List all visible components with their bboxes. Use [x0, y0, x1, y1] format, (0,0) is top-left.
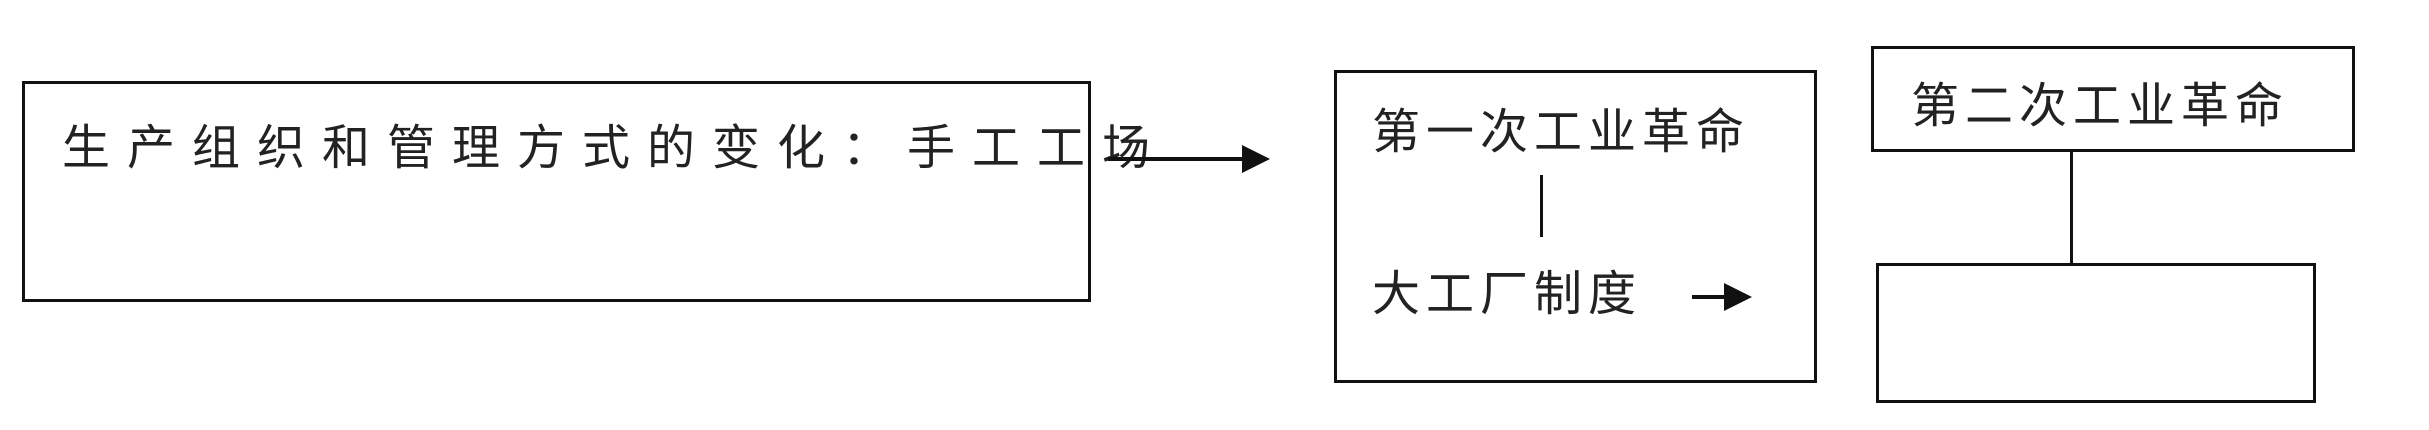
factory-system-label: 大工厂制度 [1372, 266, 1643, 322]
arrow-1-head [1242, 145, 1270, 173]
first-industrial-revolution-title: 第一次工业革命 [1372, 104, 1751, 160]
arrow-1-shaft [1108, 157, 1243, 161]
arrow-2-head [1724, 283, 1752, 311]
blank-answer-box [1876, 263, 2316, 403]
connector-line-2 [2070, 152, 2073, 264]
arrow-2-shaft [1692, 295, 1726, 299]
second-industrial-revolution-title: 第二次工业革命 [1911, 78, 2290, 134]
second-industrial-revolution-box [1871, 46, 2355, 152]
connector-line-1 [1540, 175, 1543, 237]
handicraft-workshop-box [22, 81, 1091, 302]
first-industrial-revolution-box [1334, 70, 1817, 383]
handicraft-workshop-label: 生产组织和管理方式的变化：手工工场 [62, 120, 1168, 176]
